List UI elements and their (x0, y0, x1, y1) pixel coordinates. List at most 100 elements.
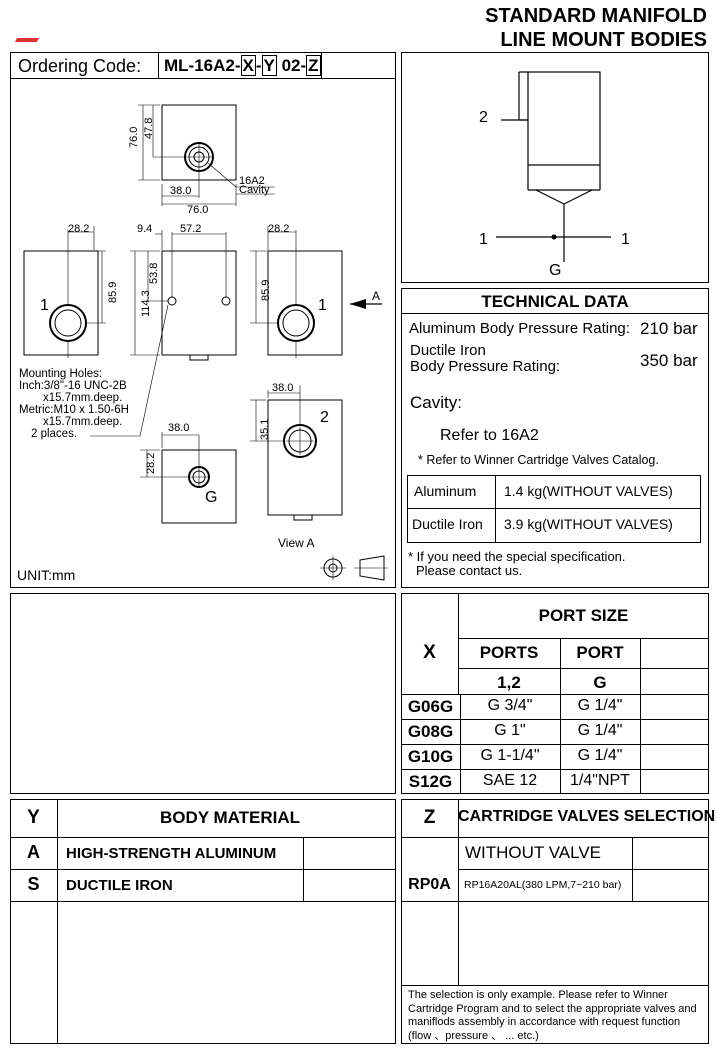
ordering-code-prefix: ML-16A2- (164, 56, 241, 75)
mounting-holes-note: Mounting Holes: Inch:3/8"-16 UNC-2B x15.… (19, 368, 129, 440)
cartridge-valves-table (401, 799, 709, 1044)
ordering-code-row (10, 52, 396, 79)
front-view-block (161, 250, 237, 356)
weight-table (407, 475, 701, 543)
alu-pressure-label: Aluminum Body Pressure Rating: (409, 320, 630, 337)
port-size-table (401, 593, 709, 794)
projection-cone-icon (359, 555, 385, 581)
ductile-pressure-label: Ductile Iron Body Pressure Rating: (410, 343, 560, 375)
port-size-col1-head: PORTS (479, 643, 539, 662)
mounting-line-6: 2 places. (31, 428, 78, 440)
port-g-label: G (205, 489, 217, 506)
mounting-line-3: x15.7mm.deep. (43, 392, 123, 404)
ductile-pressure-value: 350 bar (640, 351, 698, 370)
dim-53-8: 53.8 (148, 263, 160, 284)
material-row-2-code: S (27, 874, 40, 894)
ordering-code-box (158, 52, 322, 79)
port-size-col2-head: PORT (576, 643, 624, 662)
port-row-2-port: G 1/4" (577, 722, 623, 739)
dim-47-8: 47.8 (143, 118, 155, 139)
port-size-col2-sub: G (593, 673, 607, 692)
cartridge-without-valve: WITHOUT VALVE (465, 843, 602, 862)
dim-38-0-c: 38.0 (168, 422, 189, 434)
dim-76-horizontal: 76.0 (187, 204, 208, 216)
page-title-line1: STANDARD MANIFOLD (485, 5, 707, 27)
cartridge-z-label: Z (423, 807, 436, 828)
drawing-panel (10, 52, 396, 588)
hydraulic-symbol: 2 1 1 G (479, 71, 630, 279)
ductile-pressure-label-2: Body Pressure Rating: (410, 358, 561, 375)
schematic-panel (401, 52, 709, 283)
catalog-note: * Refer to Winner Cartridge Valves Catal… (418, 453, 659, 467)
dim-38-0-a: 38.0 (170, 185, 191, 197)
cartridge-footnote: The selection is only example. Please re… (408, 989, 697, 1042)
port-row-4-code: S12G (408, 772, 453, 791)
weight-value-2: 3.9 kg(WITHOUT VALVES) (504, 516, 673, 532)
dim-9-4: 9.4 (137, 223, 152, 235)
alu-pressure-value: 210 bar (640, 319, 698, 338)
ordering-label: Ordering Code: (18, 56, 142, 76)
port-1-left-label: 1 (40, 297, 49, 314)
special-note-2: Please contact us. (416, 563, 523, 578)
technical-heading: TECHNICAL DATA (481, 292, 629, 311)
cavity-label-line1: 16A2 (239, 175, 265, 187)
port-1-right-label: 1 (318, 297, 327, 314)
dim-28-2-a: 28.2 (68, 223, 89, 235)
cartridge-heading: CARTRIDGE VALVES SELECTION (458, 808, 716, 825)
material-row-1-name: HIGH-STRENGTH ALUMINUM (66, 845, 277, 862)
left-port-circle (49, 304, 87, 342)
dim-85-9-b: 85.9 (260, 280, 272, 301)
schematic-port-2: 2 (479, 109, 488, 126)
dim-28-2-c: 28.2 (145, 453, 157, 474)
port-row-1-ports: G 3/4" (487, 697, 533, 714)
ordering-code-sep: - (255, 56, 262, 75)
mounting-line-1: Mounting Holes: (19, 368, 103, 380)
schematic-port-1-right: 1 (621, 231, 630, 248)
ductile-pressure-label-1: Ductile Iron (410, 342, 486, 359)
dim-114-3: 114.3 (140, 290, 152, 317)
logo-mark (14, 38, 40, 42)
page-title-line2: LINE MOUNT BODIES (500, 29, 707, 51)
right-view-block (267, 250, 343, 356)
port-size-heading: PORT SIZE (538, 606, 629, 625)
body-material-table (10, 799, 396, 1044)
dim-35-1: 35.1 (259, 419, 271, 440)
ordering-code-y: Y (261, 55, 277, 76)
port-row-3-code: G10G (407, 747, 454, 766)
blank-panel (10, 593, 396, 794)
port-row-1-port: G 1/4" (577, 697, 623, 714)
special-note-1: * If you need the special specification. (408, 549, 626, 564)
ordering-code-x: X (240, 55, 256, 76)
dim-28-2-b: 28.2 (268, 223, 289, 235)
left-view-block (23, 250, 99, 356)
ordering-code-mid: 02- (276, 56, 307, 75)
mounting-line-4: Metric:M10 x 1.50-6H (19, 404, 129, 416)
special-note: * If you need the special specification.… (408, 550, 626, 578)
technical-data-panel (401, 288, 709, 588)
cavity-label-line2: Cavity (239, 184, 270, 196)
weight-material-1: Aluminum (414, 483, 477, 499)
port-2-label: 2 (320, 409, 329, 426)
port-size-col1-sub: 1,2 (497, 673, 521, 692)
port-row-1-code: G06G (407, 697, 454, 716)
dim-85-9-a: 85.9 (107, 282, 119, 303)
cavity-ref: Refer to 16A2 (440, 427, 539, 444)
port-row-4-ports: SAE 12 (482, 772, 538, 789)
port2-view-block (267, 399, 343, 516)
port-row-3-port: G 1/4" (577, 747, 623, 764)
port-row-2-code: G08G (407, 722, 454, 741)
port-row-4-port: 1/4"NPT (570, 772, 630, 789)
material-row-1-code: A (27, 842, 40, 862)
view-arrow-label: A (372, 289, 380, 303)
dim-38-0-b: 38.0 (272, 382, 293, 394)
port-row-2-ports: G 1" (494, 722, 526, 739)
mounting-line-5: x15.7mm.deep. (43, 416, 123, 428)
dim-57-2: 57.2 (180, 223, 201, 235)
cartridge-row-code: RP0A (408, 876, 451, 893)
mounting-line-2: Inch:3/8"-16 UNC-2B (19, 380, 127, 392)
port-row-3-ports: G 1-1/4" (480, 747, 540, 764)
cavity-heading: Cavity: (410, 393, 462, 412)
port-size-x-label: X (423, 642, 436, 663)
weight-material-2: Ductile Iron (412, 516, 483, 532)
view-a-label: View A (278, 536, 314, 550)
